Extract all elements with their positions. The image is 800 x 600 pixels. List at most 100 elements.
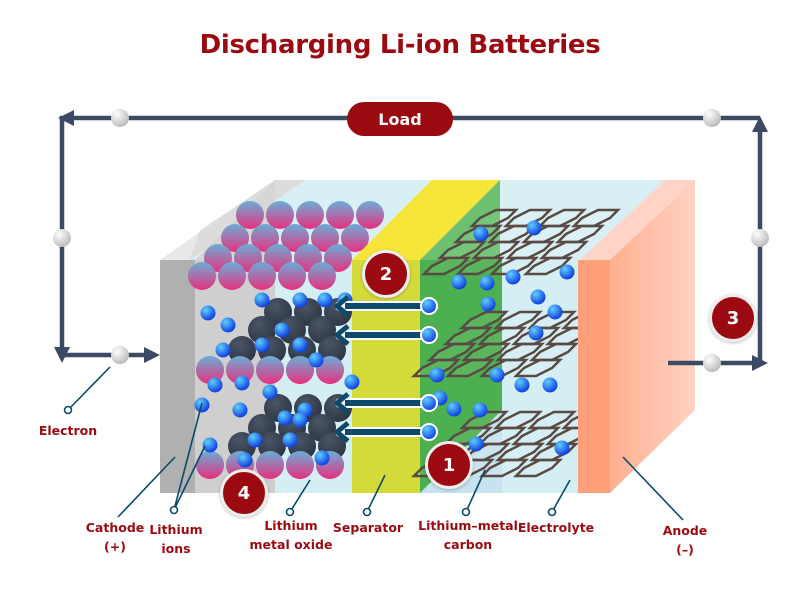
lithium-ion bbox=[247, 432, 263, 448]
graphene-hex bbox=[442, 326, 494, 346]
metal-oxide-particle bbox=[196, 356, 224, 384]
graphene-hex bbox=[570, 208, 622, 228]
graphene-hex bbox=[528, 342, 580, 362]
graphene-hex bbox=[420, 256, 472, 276]
arrow-right-icon bbox=[752, 355, 768, 371]
leader-carbon bbox=[465, 469, 486, 513]
lithium-ion bbox=[207, 377, 223, 393]
arrow-up-icon bbox=[752, 116, 768, 132]
metal-oxide-particle bbox=[316, 356, 344, 384]
separator-front bbox=[352, 260, 420, 493]
graphene-hex bbox=[492, 310, 544, 330]
lithium-ion bbox=[215, 342, 231, 358]
electron-particle bbox=[751, 229, 769, 247]
anode-top bbox=[580, 180, 695, 260]
metal-oxide-particle bbox=[256, 451, 284, 479]
metal-oxide-particle bbox=[226, 356, 254, 384]
leader-anode bbox=[622, 456, 684, 521]
metal-oxide-particle bbox=[308, 262, 336, 290]
graphene-hex bbox=[492, 410, 544, 430]
arrow-left-icon bbox=[334, 392, 350, 414]
lithium-ion bbox=[473, 226, 489, 242]
lithium-ion bbox=[314, 450, 330, 466]
lithium-ions bbox=[194, 220, 575, 468]
lithium-ion bbox=[420, 326, 438, 344]
label-electron: Electron bbox=[38, 423, 98, 438]
graphene-hex bbox=[512, 358, 564, 378]
metal-oxide-particle bbox=[221, 224, 249, 252]
separator-top bbox=[352, 180, 500, 260]
label-lithium-metal-carbon: Lithium–metal carbon bbox=[418, 518, 518, 552]
external-circuit bbox=[53, 109, 769, 372]
graphene-hex bbox=[494, 442, 546, 462]
metal-oxide-particle bbox=[311, 224, 339, 252]
graphene-hex bbox=[470, 240, 522, 260]
graphene-hex bbox=[538, 240, 590, 260]
graphene-hex bbox=[426, 342, 478, 362]
graphene-hex bbox=[436, 240, 488, 260]
lithium-ion bbox=[274, 322, 290, 338]
leader-lines bbox=[63, 366, 684, 521]
graphene-hex bbox=[454, 256, 506, 276]
lithium-ion bbox=[489, 367, 505, 383]
lithium-ion bbox=[559, 264, 575, 280]
anode-front bbox=[610, 180, 695, 493]
graphene-hex bbox=[520, 224, 572, 244]
lithium-ion bbox=[237, 452, 253, 468]
leader-separator bbox=[366, 474, 386, 513]
metal-oxide-particle bbox=[324, 244, 352, 272]
lithium-ion bbox=[344, 374, 360, 390]
graphene-hex bbox=[502, 208, 554, 228]
lithium-ion bbox=[528, 325, 544, 341]
step-badge-3: 3 bbox=[709, 294, 757, 342]
electron-particle bbox=[703, 354, 721, 372]
electron-particle bbox=[53, 229, 71, 247]
metal-oxide-particle bbox=[356, 201, 384, 229]
lithium-ion bbox=[468, 436, 484, 452]
metal-oxide-particle bbox=[278, 262, 306, 290]
lithium-ion bbox=[262, 384, 278, 400]
electron-particle bbox=[111, 109, 129, 127]
label-lithium-metal-oxide: Lithium metal oxide bbox=[249, 518, 333, 552]
lithium-ion bbox=[547, 304, 563, 320]
lithium-ion bbox=[202, 437, 218, 453]
step-badge-1: 1 bbox=[425, 441, 473, 489]
graphene-hex bbox=[444, 358, 496, 378]
metal-oxide-particle bbox=[248, 262, 276, 290]
leader-ions bbox=[173, 445, 206, 511]
lithium-ion bbox=[200, 305, 216, 321]
graphene-hex bbox=[554, 224, 606, 244]
arrow-left-icon bbox=[334, 295, 350, 317]
metal-oxide-particle bbox=[256, 356, 284, 384]
graphene-hex bbox=[488, 256, 540, 276]
electron-particle bbox=[111, 346, 129, 364]
diagram-title: Discharging Li-ion Batteries bbox=[199, 30, 601, 60]
label-lithium-ions: Lithium ions bbox=[149, 522, 203, 556]
metal-oxide-particle bbox=[266, 201, 294, 229]
lithium-ion bbox=[420, 423, 438, 441]
lithium-ion bbox=[282, 432, 298, 448]
arrow-right-icon bbox=[144, 347, 160, 363]
metal-oxide-particle bbox=[218, 262, 246, 290]
step-badge-4: 4 bbox=[220, 469, 268, 517]
lithium-ion bbox=[292, 412, 308, 428]
graphene-hex bbox=[458, 310, 510, 330]
graphene-hex bbox=[468, 208, 520, 228]
lithium-ion bbox=[479, 275, 495, 291]
metal-oxide-particle bbox=[341, 224, 369, 252]
graphene-hex bbox=[512, 458, 564, 478]
lithium-ion bbox=[317, 292, 333, 308]
graphene-hex bbox=[494, 342, 546, 362]
leader-cathode bbox=[117, 456, 176, 518]
lithium-ion bbox=[526, 220, 542, 236]
leader-oxide bbox=[289, 479, 311, 513]
ion-migration-arrows bbox=[334, 295, 438, 443]
lithium-ion bbox=[530, 289, 546, 305]
metal-oxide-particle bbox=[236, 201, 264, 229]
label-electrolyte: Electrolyte bbox=[517, 520, 595, 535]
metal-oxide-particle bbox=[196, 451, 224, 479]
lithium-ion bbox=[480, 296, 496, 312]
metal-oxide-particle bbox=[251, 224, 279, 252]
arrow-down-icon bbox=[54, 347, 70, 363]
